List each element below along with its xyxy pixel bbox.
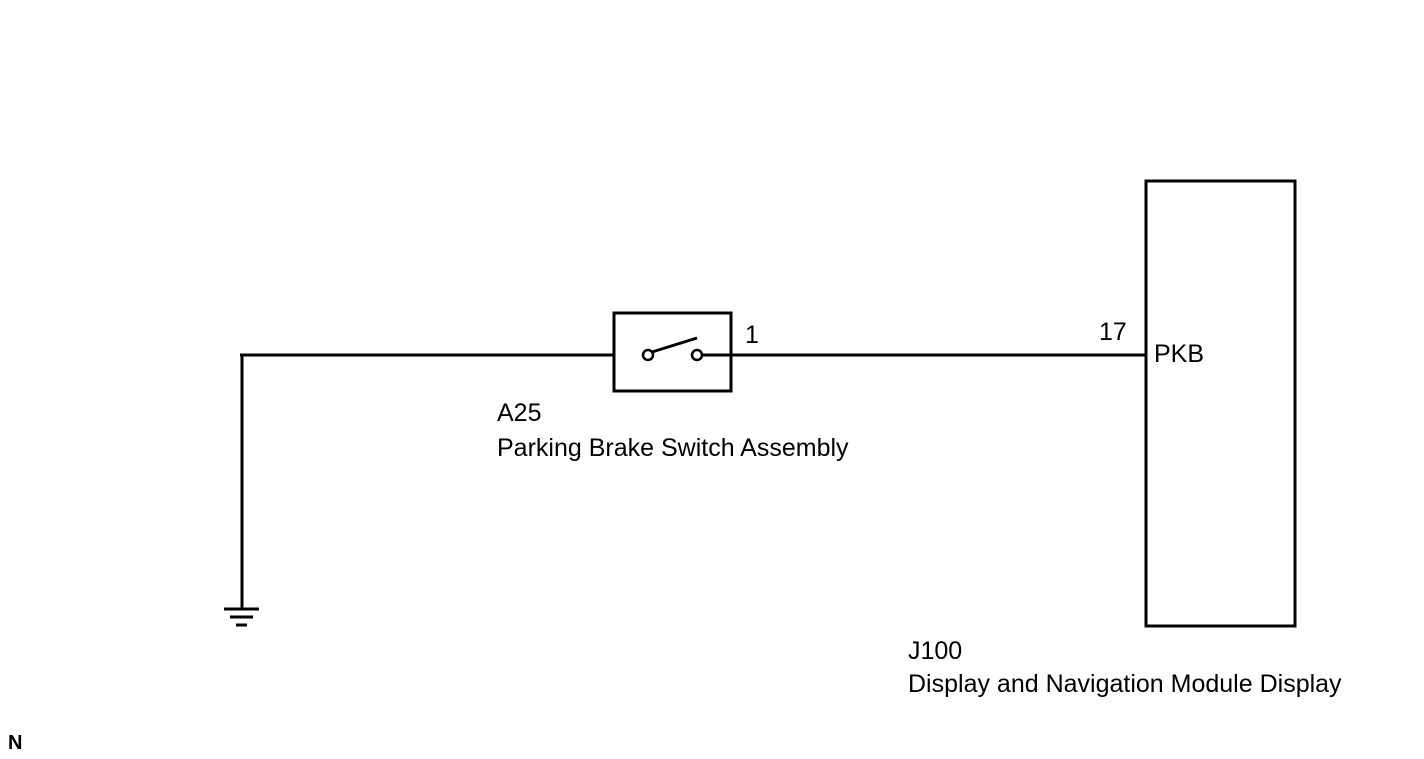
module-pin-label: 17 — [1099, 318, 1127, 346]
switch-code-label: A25 — [497, 399, 541, 427]
switch-name-label: Parking Brake Switch Assembly — [497, 434, 849, 462]
module-terminal-label: PKB — [1154, 340, 1204, 368]
ground-icon — [224, 607, 259, 627]
open-switch-icon — [641, 336, 731, 362]
module-name-label: Display and Navigation Module Display — [908, 670, 1342, 698]
parking-brake-switch-box — [612, 311, 733, 393]
switch-pin-label: 1 — [745, 321, 759, 349]
module-code-label: J100 — [908, 637, 962, 665]
corner-mark-label: N — [8, 732, 22, 754]
navigation-module-box — [1144, 179, 1297, 628]
